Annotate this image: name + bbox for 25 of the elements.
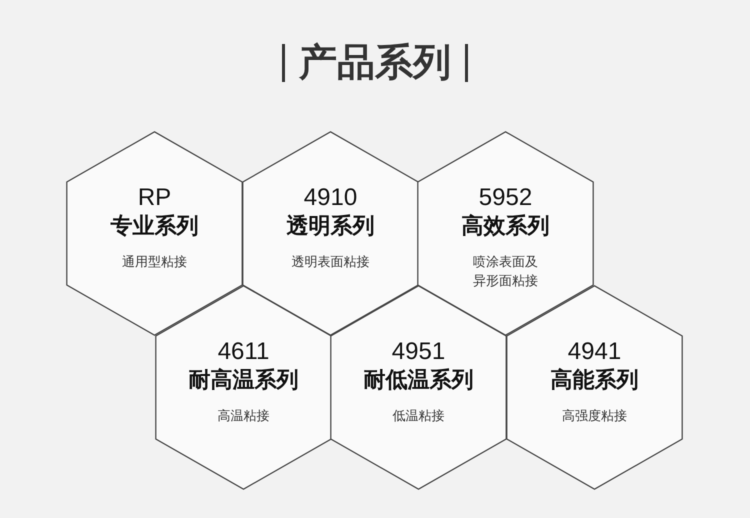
hexagon-card — [330, 285, 507, 490]
application-text: 低温粘接 — [392, 407, 444, 425]
application-text: 高强度粘接 — [562, 407, 627, 425]
series-name: 耐高温系列 — [188, 366, 298, 394]
hexagon-card — [155, 285, 332, 490]
application-text: 喷涂表面及异形面粘接 — [472, 253, 539, 290]
series-name: 耐低温系列 — [364, 366, 474, 394]
application-text: 通用型粘接 — [122, 253, 187, 271]
hexagon-card — [66, 131, 243, 336]
model-number: 4611 — [218, 338, 270, 366]
model-number: 4910 — [304, 184, 358, 212]
model-number: 4941 — [568, 338, 622, 366]
series-name: 高效系列 — [462, 212, 550, 240]
model-number: 5952 — [478, 184, 532, 212]
page-title: 产品系列 — [299, 41, 451, 86]
hexagon-card — [242, 131, 419, 336]
hexagon-card — [506, 285, 683, 490]
hexagon-card — [417, 131, 594, 336]
series-name: 高能系列 — [550, 366, 638, 394]
series-name: 透明系列 — [286, 212, 374, 240]
model-number: 4951 — [392, 338, 446, 366]
series-name: 专业系列 — [110, 212, 198, 240]
model-number: RP — [138, 184, 172, 212]
application-text: 透明表面粘接 — [292, 253, 370, 271]
application-text: 高温粘接 — [218, 407, 270, 425]
